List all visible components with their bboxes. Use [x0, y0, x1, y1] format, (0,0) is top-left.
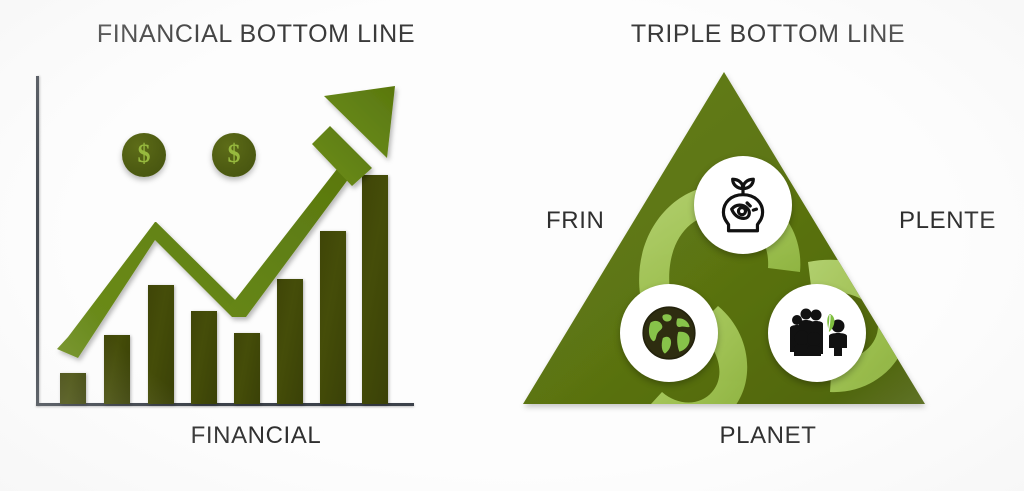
dollar-coin-1: $: [122, 133, 166, 177]
chart-bar: [104, 335, 130, 404]
head-sprout-icon-disc: [694, 156, 792, 254]
chart-bar: [362, 175, 388, 404]
chart-bar: [277, 279, 303, 404]
dollar-coin-2: $: [212, 133, 256, 177]
people-group-icon-disc: [768, 284, 866, 382]
chart-y-axis: [36, 76, 39, 406]
triangle-label-left: FRIN: [546, 207, 605, 234]
dollar-coin-1-symbol: $: [137, 139, 151, 168]
triple-bottom-line-triangle: FRIN PLENTE: [512, 0, 1024, 420]
chart-bar: [234, 333, 260, 404]
triple-bottom-line-panel: TRIPLE BOTTOM LINE: [512, 0, 1024, 491]
chart-bar: [320, 231, 346, 404]
financial-panel-caption: FINANCIAL: [190, 422, 322, 449]
chart-bar: [148, 285, 174, 404]
financial-panel-title: FINANCIAL BOTTOM LINE: [96, 20, 416, 48]
chart-bar: [60, 373, 86, 404]
earth-globe-icon: [642, 306, 696, 360]
chart-x-axis: [36, 403, 414, 406]
people-group-icon: [790, 308, 847, 356]
dollar-coin-2-symbol: $: [227, 139, 241, 168]
triple-panel-title: TRIPLE BOTTOM LINE: [630, 20, 906, 48]
earth-globe-icon-disc: [620, 284, 718, 382]
financial-bottom-line-panel: FINANCIAL BOTTOM LINE: [0, 0, 512, 449]
triangle-label-right: PLENTE: [899, 207, 996, 234]
triple-panel-caption: PLANET: [719, 422, 817, 449]
head-sprout-icon: [721, 177, 765, 233]
trend-arrow-icon: [57, 86, 395, 358]
financial-bar-chart: $ $: [0, 0, 512, 420]
chart-bar: [191, 311, 217, 404]
